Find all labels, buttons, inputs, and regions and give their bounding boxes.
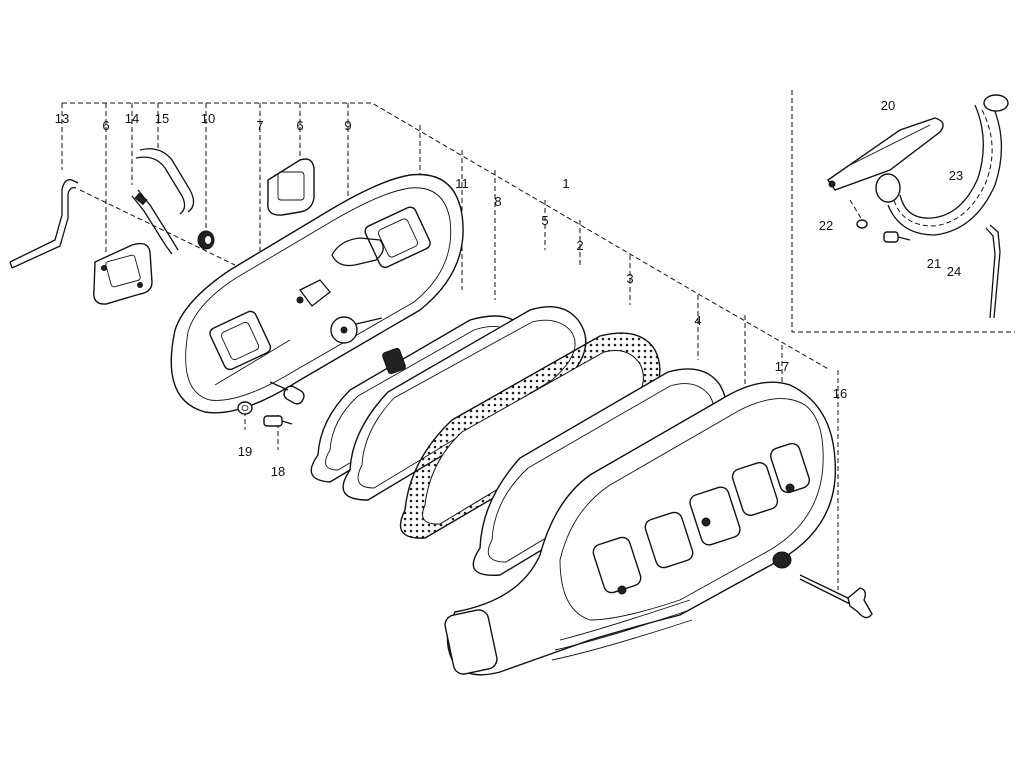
callout-8: 8: [494, 194, 501, 209]
thermo-valve-part-9: [330, 316, 383, 344]
grommet-part-10: [197, 230, 215, 250]
grommet-part-17: [772, 551, 792, 569]
callout-11: 11: [455, 176, 469, 191]
gasket-part-6-left: [93, 242, 153, 305]
callout-24: 24: [947, 264, 961, 279]
callout-20: 20: [881, 98, 895, 113]
air-cleaner-base: [170, 173, 464, 414]
callout-22: 22: [819, 218, 833, 233]
callout-16: 16: [833, 386, 847, 401]
seal-part-5: [342, 306, 587, 501]
callout-4: 4: [694, 313, 701, 328]
callout-14: 14: [125, 111, 139, 126]
callout-19: 19: [238, 444, 252, 459]
callout-9: 9: [344, 118, 351, 133]
air-cleaner-cover: [444, 381, 837, 676]
filter-element-part-3: [399, 332, 661, 539]
callout-7: 7: [256, 118, 263, 133]
hose-part-15: [131, 148, 195, 255]
wing-bolt-part-16: [799, 574, 873, 619]
callout-6-upper: 6: [296, 118, 303, 133]
callout-17: 17: [775, 359, 789, 374]
screw-part-18: [263, 415, 293, 427]
callout-3: 3: [626, 271, 633, 286]
callout-18: 18: [271, 464, 285, 479]
callout-15: 15: [155, 111, 169, 126]
gasket-part-6-upper: [267, 158, 315, 216]
valve-part-7: [269, 381, 305, 405]
washer-part-19: [237, 401, 253, 415]
callout-21: 21: [927, 256, 941, 271]
callout-23: 23: [949, 168, 963, 183]
inset-duct-assembly: [827, 94, 1009, 319]
callout-5: 5: [541, 213, 548, 228]
callout-10: 10: [201, 111, 215, 126]
callout-2: 2: [576, 238, 583, 253]
callout-13: 13: [55, 111, 69, 126]
callout-labels: 13 6 14 15 10 7 6 9 11 8 1 5 2 3 4 17 16…: [55, 98, 963, 479]
callout-1: 1: [562, 176, 569, 191]
callout-6-left: 6: [102, 118, 109, 133]
breather-tube-part-13: [9, 179, 79, 269]
